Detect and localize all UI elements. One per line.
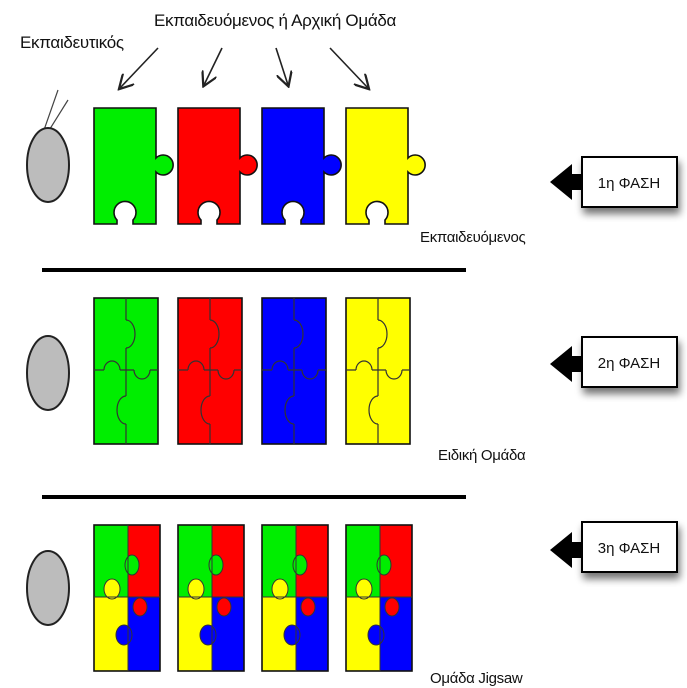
phase-2: 2η ΦΑΣΗ — [550, 336, 678, 388]
expert-puzzle-blue — [261, 297, 327, 445]
person-circle-1 — [26, 127, 70, 203]
arrow-to-blue — [275, 47, 288, 85]
jigsaw-puzzle-4 — [345, 524, 413, 672]
teacher-label: Εκπαιδευτικός — [20, 33, 124, 52]
pointer-line-2 — [47, 99, 69, 133]
expert-puzzle-red — [177, 297, 243, 445]
phase-1: 1η ΦΑΣΗ — [550, 156, 678, 208]
puzzle-piece-red — [177, 107, 258, 225]
jigsaw-puzzle-1 — [93, 524, 161, 672]
phase-2-label: 2η ΦΑΣΗ — [598, 355, 661, 372]
phase-1-label: 1η ΦΑΣΗ — [598, 175, 661, 192]
expert-puzzle-yellow — [345, 297, 411, 445]
row2-label: Ειδική Ομάδα — [438, 447, 526, 464]
puzzle-piece-blue — [261, 107, 342, 225]
person-circle-3 — [26, 550, 70, 626]
arrow-to-yellow — [329, 47, 368, 88]
expert-puzzle-green — [93, 297, 159, 445]
phase-2-arrow-icon — [550, 346, 585, 382]
phase-1-box — [581, 156, 678, 208]
phase-3: 3η ΦΑΣΗ — [550, 521, 678, 573]
puzzle-piece-green — [93, 107, 174, 225]
arrow-to-green — [120, 47, 159, 88]
jigsaw-puzzle-3 — [261, 524, 329, 672]
group-label: Εκπαιδευόμενος ή Αρχική Ομάδα — [154, 11, 397, 30]
row-1-pieces — [93, 107, 426, 225]
arrow-to-red — [204, 47, 223, 85]
puzzle-piece-yellow — [345, 107, 426, 225]
phase-3-box — [581, 521, 678, 573]
divider-line-2 — [42, 495, 466, 499]
row1-label: Εκπαιδευόμενος — [420, 229, 526, 246]
jigsaw-puzzle-2 — [177, 524, 245, 672]
divider-line-1 — [42, 268, 466, 272]
phase-3-label: 3η ΦΑΣΗ — [598, 540, 661, 557]
row-2-pieces — [93, 297, 411, 445]
phase-2-box — [581, 336, 678, 388]
row-3-pieces — [93, 524, 413, 672]
phase-1-arrow-icon — [550, 164, 585, 200]
row3-label: Ομάδα Jigsaw — [430, 670, 523, 687]
person-circle-2 — [26, 335, 70, 411]
phase-3-arrow-icon — [550, 532, 585, 568]
pointer-line-1 — [43, 89, 59, 131]
